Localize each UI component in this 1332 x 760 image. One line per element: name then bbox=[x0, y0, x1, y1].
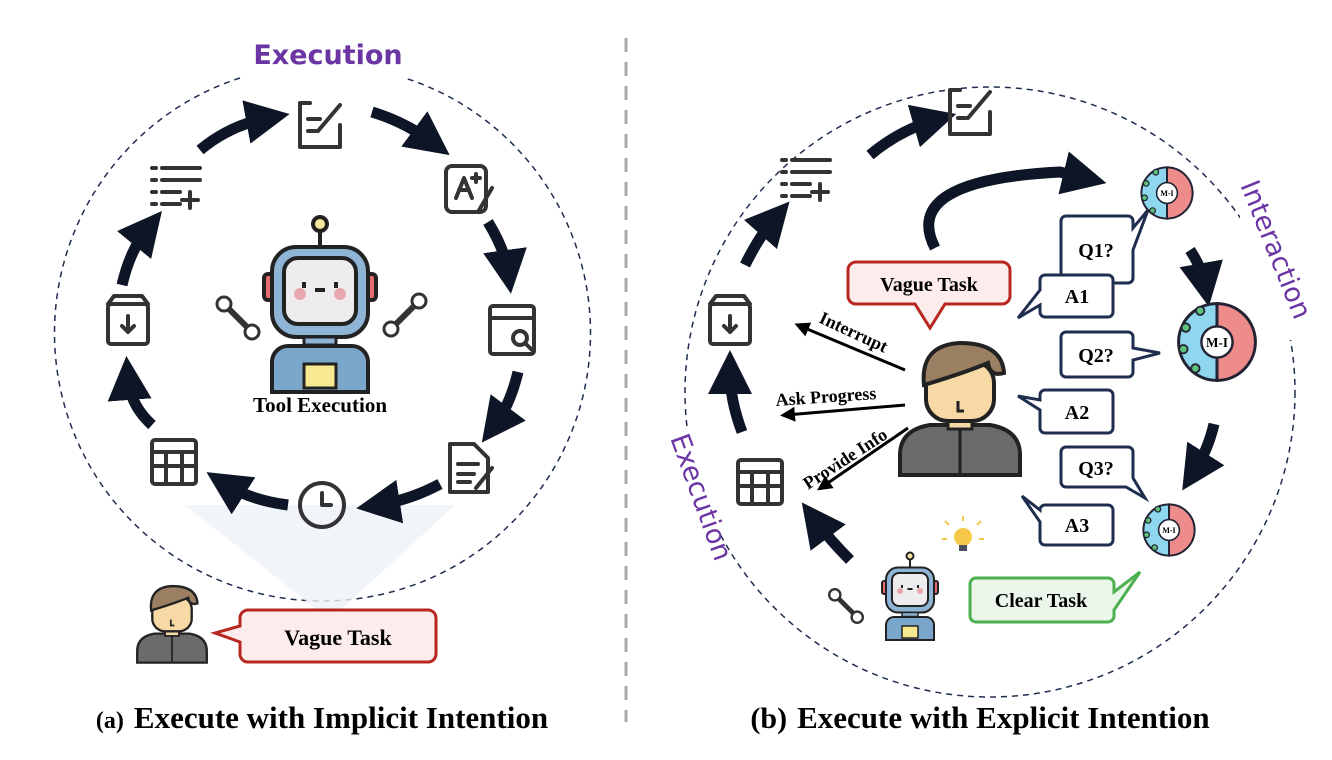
document-pen-icon bbox=[448, 442, 494, 494]
robot-icon bbox=[881, 551, 939, 641]
left-panel: Execution bbox=[53, 40, 592, 735]
brain-icon: M-I bbox=[1140, 166, 1194, 220]
edit-document-icon bbox=[948, 88, 992, 136]
caption-b: (b) Execute with Explicit Intention bbox=[750, 700, 1209, 735]
box-download-icon bbox=[106, 294, 150, 346]
clock-icon bbox=[298, 481, 346, 529]
answer-1-text: A1 bbox=[1065, 286, 1089, 308]
user-avatar-icon bbox=[898, 341, 1022, 477]
question-bubble-1: Q1? bbox=[1059, 209, 1150, 285]
wrench-icon bbox=[829, 589, 863, 623]
question-bubble-3: Q3? bbox=[1059, 445, 1150, 503]
interaction-cycle-boundary bbox=[684, 86, 1296, 698]
tool-execution-label: Tool Execution bbox=[253, 393, 387, 417]
brain-icon: M-I bbox=[1142, 503, 1196, 557]
question-2-text: Q2? bbox=[1078, 345, 1114, 367]
edit-document-icon bbox=[298, 101, 342, 149]
caption-b-prefix: (b) bbox=[750, 702, 787, 735]
brain-label: M-I bbox=[1162, 526, 1175, 535]
answer-3-text: A3 bbox=[1065, 515, 1089, 537]
wrench-icon bbox=[217, 297, 259, 339]
answer-2-text: A2 bbox=[1065, 402, 1089, 424]
answer-bubble-2: A2 bbox=[1017, 388, 1115, 435]
caption-b-text: Execute with Explicit Intention bbox=[797, 700, 1209, 735]
box-download-icon bbox=[708, 294, 752, 346]
grade-a-plus-icon bbox=[444, 164, 494, 214]
question-1-text: Q1? bbox=[1078, 240, 1114, 262]
robot-icon bbox=[262, 215, 378, 394]
question-3-text: Q3? bbox=[1078, 458, 1114, 480]
list-add-icon bbox=[150, 166, 202, 210]
question-bubble-2: Q2? bbox=[1059, 330, 1161, 379]
spotlight bbox=[185, 505, 455, 620]
vague-task-text: Vague Task bbox=[284, 625, 392, 650]
execution-label: Execution bbox=[253, 40, 402, 71]
answer-bubble-3: A3 bbox=[1020, 494, 1115, 547]
right-panel: Interaction Execution bbox=[660, 86, 1317, 735]
action-interrupt: Interrupt bbox=[794, 307, 906, 372]
clear-task-text: Clear Task bbox=[995, 590, 1088, 612]
clear-task-bubble: Clear Task bbox=[968, 570, 1142, 624]
caption-a: (a) Execute with Implicit Intention bbox=[96, 700, 548, 735]
ask-progress-label: Ask Progress bbox=[775, 383, 877, 410]
lightbulb-icon bbox=[942, 516, 984, 551]
list-add-icon bbox=[780, 158, 832, 202]
user-avatar-icon bbox=[136, 584, 208, 664]
table-icon bbox=[736, 458, 784, 506]
caption-a-prefix: (a) bbox=[96, 708, 124, 734]
vague-task-text: Vague Task bbox=[880, 274, 979, 296]
action-ask-progress: Ask Progress bbox=[775, 383, 906, 422]
execution-flow-arrows bbox=[107, 100, 527, 524]
flow-arrows-right bbox=[708, 104, 1225, 564]
browser-search-icon bbox=[488, 304, 536, 356]
vague-task-bubble: Vague Task bbox=[210, 608, 438, 664]
brain-label: M-I bbox=[1206, 335, 1228, 350]
vague-task-bubble: Vague Task bbox=[846, 260, 1012, 331]
caption-a-text: Execute with Implicit Intention bbox=[134, 700, 548, 735]
execution-cycle-boundary bbox=[53, 77, 592, 602]
brain-icon: M-I bbox=[1177, 302, 1257, 382]
provide-info-label: Provide Info bbox=[799, 424, 891, 493]
wrench-icon bbox=[384, 294, 426, 336]
action-provide-info: Provide Info bbox=[799, 424, 909, 493]
brain-label: M-I bbox=[1160, 189, 1173, 198]
answer-bubble-1: A1 bbox=[1016, 273, 1115, 320]
table-icon bbox=[150, 438, 198, 486]
